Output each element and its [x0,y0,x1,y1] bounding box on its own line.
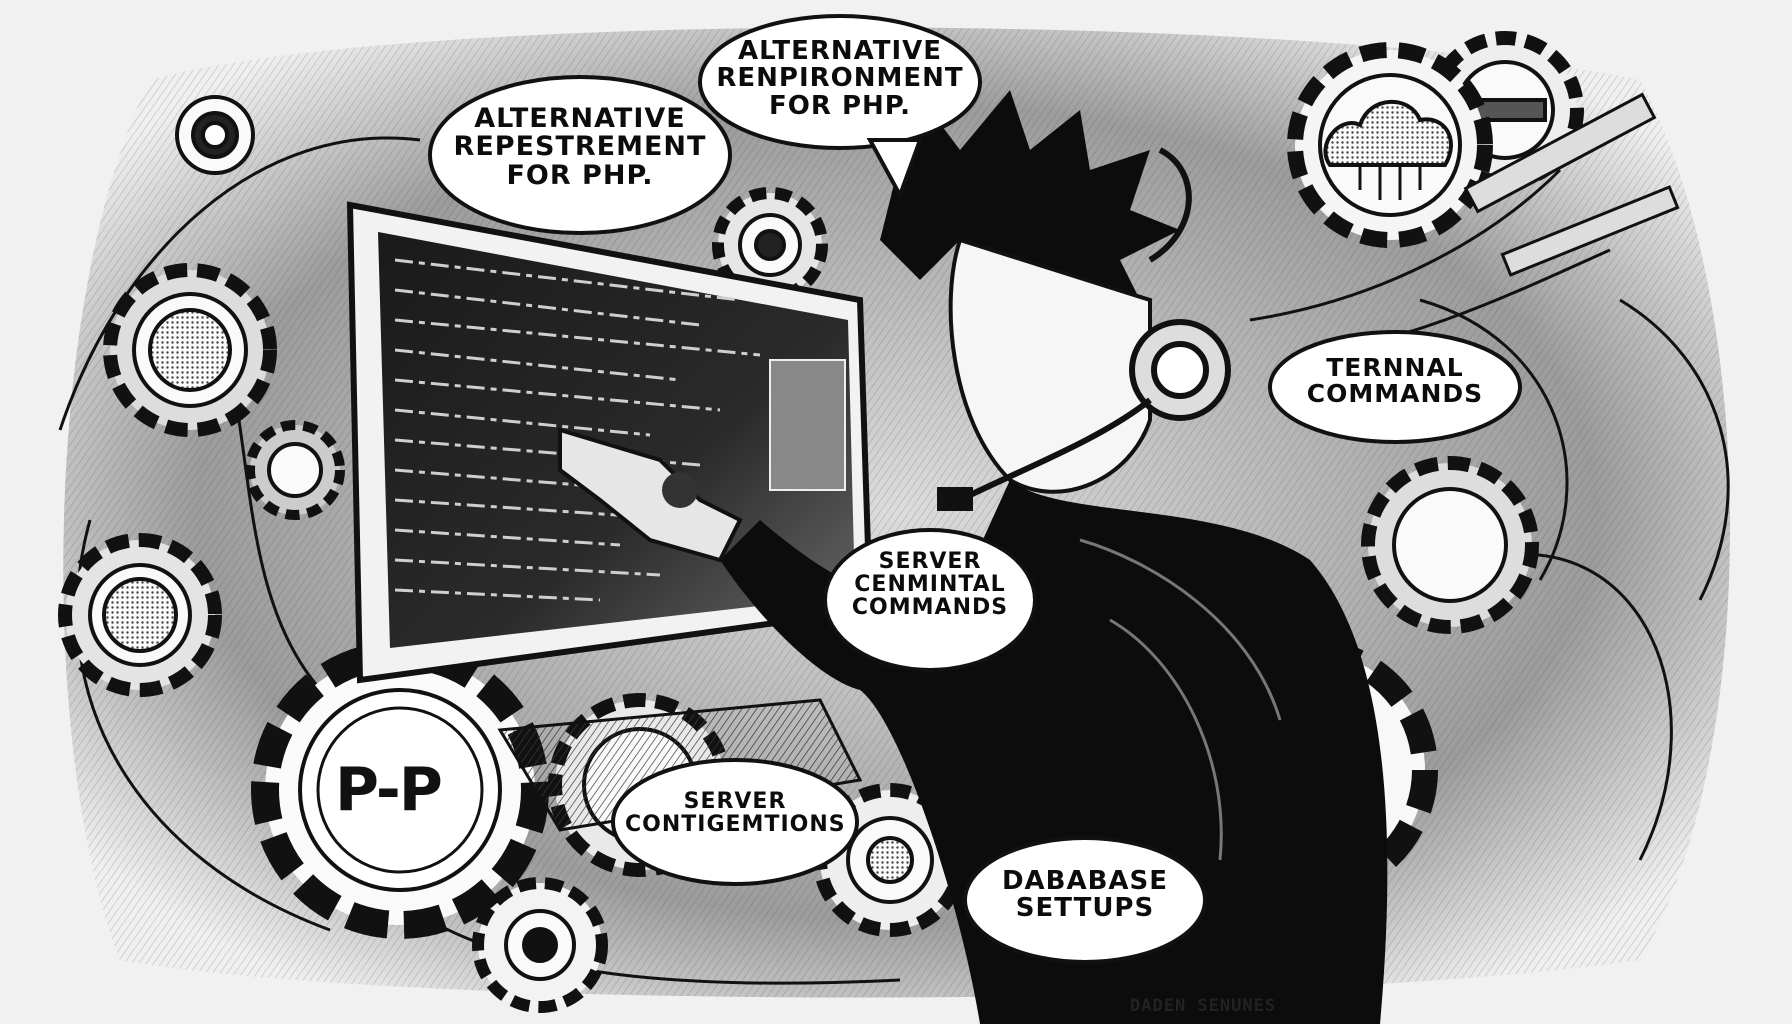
bubble-center-top [698,14,982,150]
bubble-server-commands-line2: CENMINTAL [854,572,1006,598]
bubble-server-config-line1: SERVER [683,789,787,814]
bubble-center-top-line3: FOR PHP. [769,90,911,121]
bubble-server-config-text: SERVER CONTIGEMTIONS [625,790,845,836]
headset-icon [937,147,1231,511]
bubble-center-top-text: ALTERNATIVE RENPIRONMENT FOR PHP. [710,36,970,121]
bubble-terminal-line1: TERNNAL [1326,353,1464,382]
bubble-database-line2: SETTUPS [1015,893,1155,924]
bubble-server-config [611,758,859,886]
bubble-database-line1: DABABASE [1001,866,1169,896]
bubble-terminal-line2: COMMANDS [1306,379,1484,409]
bubble-center-top-line1: ALTERNATIVE [737,36,943,66]
bubble-server-config-line2: CONTIGEMTIONS [625,812,846,838]
bubble-database [963,836,1207,964]
bubble-server-commands-line3: COMMANDS [851,595,1009,621]
bubble-terminal [1268,330,1522,444]
bubble-left-top-line1: ALTERNATIVE [474,103,686,134]
bubble-left-top-text: ALTERNATIVE REPESTREMENT FOR PHP. [440,103,720,191]
bubble-left-top [428,75,732,235]
bubble-center-top-line2: RENPIRONMENT [716,63,964,94]
bubble-server-commands-line1: SERVER [878,549,982,574]
bubble-left-top-line2: REPESTREMENT [453,131,707,163]
cloud-icon [1323,99,1453,200]
cable-plug-icon [1463,92,1680,277]
bubble-left-top-line3: FOR PHP. [506,159,654,191]
bubble-database-text: DABABASE SETTUPS [975,866,1195,924]
bubble-terminal-text: TERNNAL COMMANDS [1285,353,1505,409]
artist-signature: DADEN SENUNES [1130,996,1277,1016]
character [558,90,1388,1024]
bubble-server-commands-text: SERVER CENMINTAL COMMANDS [835,550,1025,619]
php-gear-logo: P-P [335,755,443,825]
cables [58,136,1730,985]
speech-bubbles [428,14,1522,964]
bubble-server-commands [823,528,1037,672]
